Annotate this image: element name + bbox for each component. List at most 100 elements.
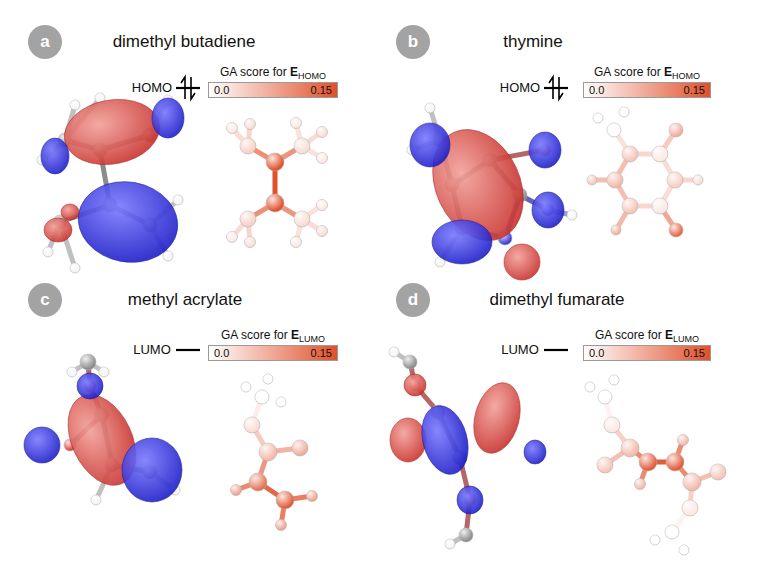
orbital-lobe	[24, 427, 60, 463]
panel-letter: c	[40, 290, 49, 310]
atom	[425, 103, 435, 113]
atom	[231, 485, 242, 496]
atom	[291, 118, 302, 129]
atom	[683, 473, 701, 491]
atom	[611, 225, 621, 235]
subscript: LUMO	[299, 334, 325, 344]
orbital-lobe	[466, 378, 527, 459]
subscript: LUMO	[673, 334, 699, 344]
energy-level-symbol	[544, 77, 568, 99]
orbital-lobe	[457, 486, 483, 514]
orbital-label: HOMO	[132, 81, 172, 95]
panel-letter: d	[408, 290, 418, 310]
atom	[241, 382, 251, 392]
subscript: HOMO	[298, 71, 326, 81]
orbital-picture	[24, 354, 182, 505]
atom	[294, 211, 310, 227]
atom	[266, 153, 284, 171]
color-bar: 0.0 0.15	[208, 82, 338, 98]
color-bar: 0.00.15	[583, 345, 711, 361]
colorbar-title: GA score forELUMO	[595, 328, 699, 345]
orbital-label: HOMO	[500, 81, 540, 95]
atom	[639, 453, 657, 471]
atom	[678, 435, 689, 446]
atom	[609, 375, 619, 385]
atom	[317, 200, 328, 211]
energy-level-symbol	[176, 77, 200, 99]
ga-score-molecule	[585, 375, 726, 555]
atom	[294, 138, 310, 154]
scale-value: 0.0	[589, 84, 604, 96]
orbital-lobe	[44, 218, 72, 242]
atom	[70, 100, 80, 110]
subscript: HOMO	[672, 71, 700, 81]
orbital-lobe	[432, 220, 492, 264]
atom	[317, 127, 328, 138]
atom	[240, 211, 256, 227]
orbital-lobe	[122, 438, 182, 502]
orbital-lobe	[152, 98, 184, 138]
atom	[244, 417, 260, 433]
orbital-lobe	[72, 174, 184, 270]
atom	[607, 172, 623, 188]
atom	[249, 473, 267, 491]
orbital-lobe	[410, 123, 450, 167]
atom	[245, 237, 256, 248]
scale-value: 0.15	[311, 347, 332, 359]
panel-badge: c	[28, 283, 62, 317]
orbital-lobe	[504, 244, 540, 280]
energy-level-symbol	[544, 350, 568, 351]
orbital-lobe	[404, 374, 426, 396]
orbital-lobe	[415, 400, 476, 479]
energy-symbol: E	[290, 65, 298, 79]
panel-title: methyl acrylate	[128, 291, 242, 310]
atom	[245, 119, 256, 130]
panel-title: thymine	[503, 33, 563, 52]
panel-letter: a	[40, 32, 49, 52]
panel-title: dimethyl butadiene	[113, 33, 256, 52]
color-bar: 0.00.15	[208, 345, 338, 361]
color-bar: 0.0 0.15	[583, 82, 711, 98]
atom	[317, 153, 328, 164]
atom	[669, 123, 683, 137]
atom	[598, 390, 612, 404]
colorbar-caption: GA score for	[220, 65, 287, 79]
colorbar-title: GA score forELUMO	[221, 328, 325, 345]
atom	[240, 138, 256, 154]
scale-value: 0.0	[214, 84, 229, 96]
orbital-lobe	[529, 132, 561, 168]
atom	[622, 198, 638, 214]
atom	[80, 354, 96, 370]
atom	[607, 123, 621, 137]
atom	[67, 367, 77, 377]
atom	[227, 232, 238, 243]
scale-value: 0.15	[311, 84, 332, 96]
colorbar-title: GA score forEHOMO	[220, 65, 326, 82]
atom	[679, 545, 689, 555]
atom	[266, 194, 284, 212]
panel-badge: b	[396, 25, 430, 59]
atom	[587, 175, 597, 185]
atom	[622, 146, 638, 162]
ga-score-molecule	[587, 107, 703, 237]
panel-badge: a	[28, 25, 62, 59]
panel-title: dimethyl fumarate	[489, 291, 624, 310]
atom	[693, 175, 703, 185]
orbital-label: LUMO	[133, 343, 171, 357]
scale-value: 0.15	[684, 347, 705, 359]
orbital-lobe	[59, 92, 165, 172]
atom	[276, 491, 294, 509]
atom	[91, 495, 101, 505]
atom	[445, 539, 455, 549]
colorbar-caption: GA score for	[221, 328, 288, 342]
orbital-lobe	[77, 373, 103, 399]
ga-score-molecule	[227, 118, 328, 248]
atom	[667, 172, 683, 188]
atom	[665, 525, 679, 539]
panel-letter: b	[408, 32, 418, 52]
scale-value: 0.15	[684, 84, 705, 96]
energy-symbol: E	[664, 65, 672, 79]
atom	[389, 347, 399, 357]
atom	[710, 464, 726, 480]
